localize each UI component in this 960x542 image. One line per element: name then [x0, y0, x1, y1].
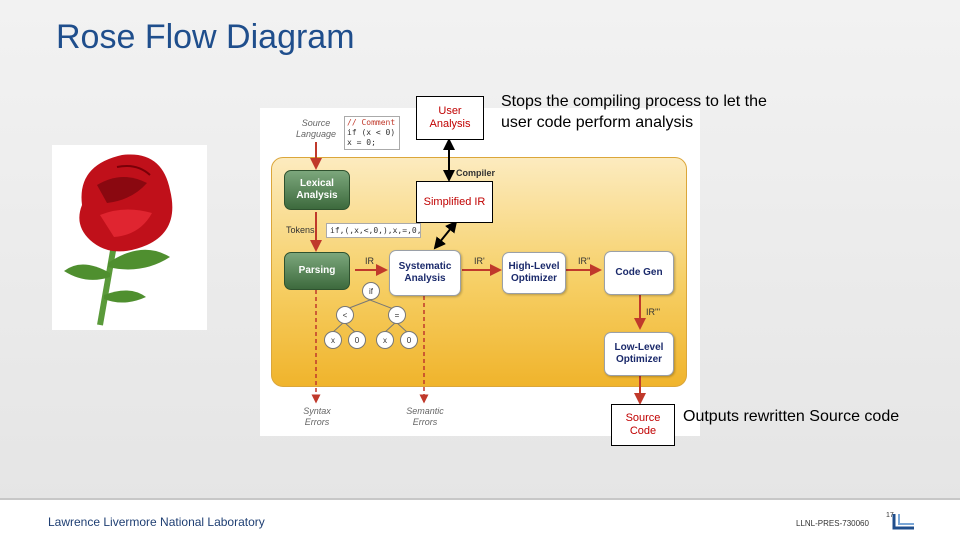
lab-name: Lawrence Livermore National Laboratory	[48, 515, 265, 529]
code-line-assign: x = 0;	[347, 138, 376, 147]
tree-node-eq: =	[388, 306, 406, 324]
note-outputs-source: Outputs rewritten Source code	[683, 408, 900, 425]
source-code-snippet: // Comment if (x < 0) x = 0;	[344, 116, 400, 150]
user-analysis-box: User Analysis	[416, 96, 484, 140]
slide-title: Rose Flow Diagram	[56, 18, 355, 56]
source-language-label: Source Language	[295, 118, 337, 139]
ir-label: IR	[365, 256, 374, 266]
low-level-optimizer-box: Low-Level Optimizer	[604, 332, 674, 376]
code-gen-box: Code Gen	[604, 251, 674, 295]
compiler-label: Compiler	[456, 168, 496, 178]
ir-double-prime-label: IR''	[578, 256, 591, 266]
footer-bar	[0, 498, 960, 542]
high-level-optimizer-box: High-Level Optimizer	[502, 252, 566, 294]
tree-node-zero2: 0	[400, 331, 418, 349]
code-line-if: if (x < 0)	[347, 128, 396, 137]
tree-node-x2: x	[376, 331, 394, 349]
ir-prime-label: IR'	[474, 256, 485, 266]
parsing-box: Parsing	[284, 252, 350, 290]
tree-node-x1: x	[324, 331, 342, 349]
systematic-analysis-box: Systematic Analysis	[389, 250, 461, 296]
syntax-errors-label: Syntax Errors	[303, 406, 331, 427]
tree-node-lt: <	[336, 306, 354, 324]
lexical-analysis-box: Lexical Analysis	[284, 170, 350, 210]
tokens-stream: if,(,x,<,0,),x,=,0,;	[326, 223, 421, 238]
llnl-logo	[892, 512, 916, 535]
tokens-label: Tokens	[286, 225, 315, 235]
tree-node-zero1: 0	[348, 331, 366, 349]
page-number: 17	[886, 512, 894, 519]
tree-node-if: if	[362, 282, 380, 300]
note-stops-compiling: Stops the compiling process to let the u…	[501, 93, 767, 131]
semantic-errors-label: Semantic Errors	[406, 406, 444, 427]
document-code: LLNL-PRES-730060	[796, 519, 869, 528]
code-line-comment: // Comment	[347, 118, 396, 127]
source-code-output-box: Source Code	[611, 404, 675, 446]
rose-image	[52, 145, 207, 330]
simplified-ir-box: Simplified IR	[416, 181, 493, 223]
ir-triple-prime-label: IR'''	[646, 307, 661, 317]
